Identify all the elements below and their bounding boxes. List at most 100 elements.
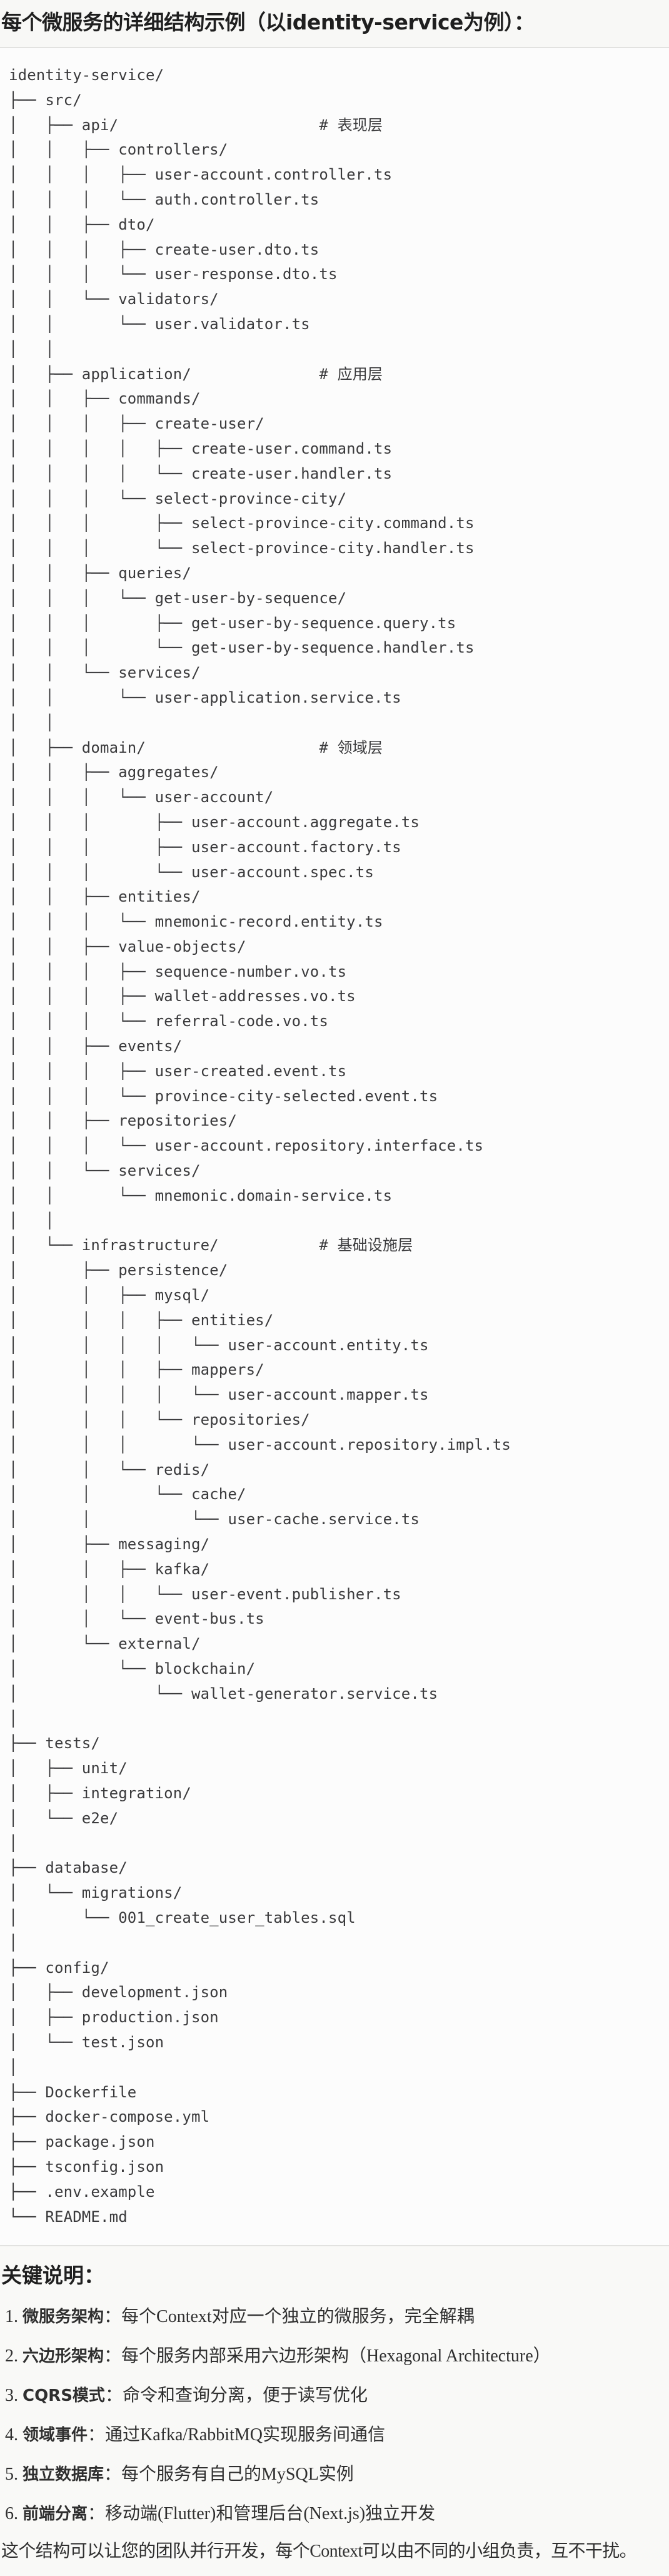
tree-entry: │ ├── application/ xyxy=(9,365,191,383)
tree-entry: │ │ │ └── repositories/ xyxy=(9,1411,310,1429)
tree-entry: │ └── 001_create_user_tables.sql xyxy=(9,1908,356,1927)
tree-entry: │ └── e2e/ xyxy=(9,1809,119,1827)
tree-line: │ │ └── validators/ xyxy=(9,287,511,312)
layer-comment: # 基础设施层 xyxy=(319,1236,413,1255)
tree-entry: │ ├── production.json xyxy=(9,2008,219,2027)
tree-line: │ │ ├── kafka/ xyxy=(9,1557,511,1582)
tree-line: │ └── test.json xyxy=(9,2030,511,2055)
tree-line: ├── src/ xyxy=(9,88,511,113)
tree-line: │ │ │ │ ├── create-user.command.ts xyxy=(9,437,511,462)
tree-line: │ │ ├── aggregates/ xyxy=(9,760,511,785)
tree-entry: │ │ │ └── select-province-city/ xyxy=(9,489,347,507)
tree-line: │ │ │ ├── user-created.event.ts xyxy=(9,1059,511,1084)
tree-line: │ │ ├── repositories/ xyxy=(9,1109,511,1134)
tree-line: │ │ │ ├── user-account.controller.ts xyxy=(9,163,511,188)
tree-entry: │ ├── persistence/ xyxy=(9,1261,228,1280)
note-item: 4. 领域事件：通过Kafka/RabbitMQ实现服务间通信 xyxy=(5,2424,385,2446)
note-term: 六边形架构 xyxy=(23,2347,104,2366)
tree-line: │ │ └── user-cache.service.ts xyxy=(9,1507,511,1532)
note-item: 3. CQRS模式：命令和查询分离，便于读写优化 xyxy=(5,2385,368,2407)
tree-entry: │ │ │ └── get-user-by-sequence.handler.t… xyxy=(9,639,475,657)
tree-line: │ │ ├── mysql/ xyxy=(9,1283,511,1308)
tree-line: │ │ │ └── user-account/ xyxy=(9,785,511,810)
tree-line: │ ├── unit/ xyxy=(9,1756,511,1781)
tree-entry: │ │ │ ├── get-user-by-sequence.query.ts xyxy=(9,614,456,632)
tree-line: │ ├── development.json xyxy=(9,1980,511,2005)
tree-entry: │ ├── api/ xyxy=(9,116,119,134)
tree-line: │ │ │ └── get-user-by-sequence/ xyxy=(9,586,511,611)
tree-line: │ │ │ └── referral-code.vo.ts xyxy=(9,1009,511,1034)
directory-tree: identity-service/ ├── src/ │ ├── api/ # 表现… xyxy=(9,63,511,2229)
tree-entry: │ │ └── user.validator.ts xyxy=(9,315,310,333)
tree-entry: ├── docker-compose.yml xyxy=(9,2108,210,2126)
note-number: 5. xyxy=(5,2465,23,2484)
tree-entry: │ │ │ └── user-account/ xyxy=(9,788,274,807)
tree-entry: identity-service/ xyxy=(9,66,164,84)
tree-entry: │ │ └── user-application.service.ts xyxy=(9,688,401,706)
tree-line: │ │ │ └── get-user-by-sequence.handler.t… xyxy=(9,636,511,661)
tree-line: │ │ │ └── mnemonic-record.entity.ts xyxy=(9,910,511,935)
tree-line: ├── package.json xyxy=(9,2130,511,2155)
tree-line: │ │ │ │ └── create-user.handler.ts xyxy=(9,462,511,487)
tree-entry: │ └── test.json xyxy=(9,2033,164,2051)
tree-line: │ │ └── redis/ xyxy=(9,1458,511,1483)
tree-entry: ├── config/ xyxy=(9,1958,109,1977)
tree-entry: ├── .env.example xyxy=(9,2182,155,2201)
tree-entry: │ └── external/ xyxy=(9,1635,201,1653)
tree-line: │ │ xyxy=(9,711,511,736)
tree-entry: ├── src/ xyxy=(9,91,82,109)
tree-entry: │ xyxy=(9,2058,18,2076)
note-item: 2. 六边形架构：每个服务内部采用六边形架构（Hexagonal Archite… xyxy=(5,2345,551,2368)
tree-entry: │ xyxy=(9,1709,18,1728)
tree-line: └── README.md xyxy=(9,2205,511,2230)
tree-entry: │ │ │ └── user-response.dto.ts xyxy=(9,265,338,283)
tree-line: │ │ └── mnemonic.domain-service.ts xyxy=(9,1184,511,1209)
tree-line: │ │ ├── entities/ xyxy=(9,885,511,910)
tree-entry: │ │ ├── dto/ xyxy=(9,215,155,233)
tree-line: │ └── e2e/ xyxy=(9,1806,511,1831)
note-description: ：每个服务内部采用六边形架构（Hexagonal Architecture） xyxy=(104,2346,551,2366)
tree-entry: │ │ ├── aggregates/ xyxy=(9,763,219,781)
tree-entry: │ └── wallet-generator.service.ts xyxy=(9,1684,438,1703)
tree-line: │ │ ├── value-objects/ xyxy=(9,935,511,960)
tree-entry: │ │ │ └── select-province-city.handler.t… xyxy=(9,539,475,557)
tree-entry: │ │ │ │ └── user-account.entity.ts xyxy=(9,1336,429,1354)
tree-line: │ │ │ ├── user-account.factory.ts xyxy=(9,835,511,860)
tree-entry: │ │ ├── value-objects/ xyxy=(9,937,246,955)
tree-line: │ │ │ │ └── user-account.mapper.ts xyxy=(9,1383,511,1408)
tree-line: │ xyxy=(9,1931,511,1956)
summary-text: 这个结构可以让您的团队并行开发，每个Context可以由不同的小组负责，互不干扰… xyxy=(1,2542,637,2561)
tree-entry: │ │ │ └── user-account.spec.ts xyxy=(9,863,374,881)
tree-line: │ ├── api/ # 表现层 xyxy=(9,113,511,138)
tree-line: │ └── blockchain/ xyxy=(9,1657,511,1682)
note-item: 5. 独立数据库：每个服务有自己的MySQL实例 xyxy=(5,2463,354,2486)
tree-entry: │ │ │ ├── select-province-city.command.t… xyxy=(9,514,475,532)
tree-line: │ │ ├── events/ xyxy=(9,1034,511,1059)
tree-line: │ │ │ └── user-account.spec.ts xyxy=(9,860,511,885)
tree-line: │ │ └── services/ xyxy=(9,661,511,686)
tree-line: │ │ │ └── user-event.publisher.ts xyxy=(9,1582,511,1607)
tree-entry: │ │ xyxy=(9,713,54,731)
tree-line: │ └── external/ xyxy=(9,1632,511,1657)
tree-entry: │ │ │ │ ├── create-user.command.ts xyxy=(9,439,393,457)
tree-entry: │ │ │ ├── create-user/ xyxy=(9,415,264,433)
tree-line: │ │ │ ├── entities/ xyxy=(9,1308,511,1333)
tree-entry: │ │ │ └── get-user-by-sequence/ xyxy=(9,589,347,607)
tree-line: │ │ │ ├── create-user/ xyxy=(9,412,511,437)
tree-line: │ │ │ ├── wallet-addresses.vo.ts xyxy=(9,984,511,1009)
tree-entry: │ xyxy=(9,1933,18,1952)
tree-line: │ │ ├── controllers/ xyxy=(9,138,511,163)
tree-entry: │ │ xyxy=(9,1211,54,1229)
tree-line: │ └── migrations/ xyxy=(9,1881,511,1906)
tree-entry: │ └── migrations/ xyxy=(9,1884,183,1902)
tree-entry: │ │ ├── events/ xyxy=(9,1037,183,1056)
tree-entry: │ │ │ │ └── user-account.mapper.ts xyxy=(9,1386,429,1404)
tree-line: │ │ └── user-application.service.ts xyxy=(9,686,511,711)
note-term: CQRS模式 xyxy=(23,2386,105,2405)
tree-entry: │ │ ├── mysql/ xyxy=(9,1286,210,1305)
tree-entry: │ │ ├── controllers/ xyxy=(9,141,228,159)
note-term: 领域事件 xyxy=(23,2426,88,2445)
tree-entry: │ │ xyxy=(9,340,54,358)
tree-line: │ xyxy=(9,1831,511,1856)
tree-line: │ ├── application/ # 应用层 xyxy=(9,362,511,387)
